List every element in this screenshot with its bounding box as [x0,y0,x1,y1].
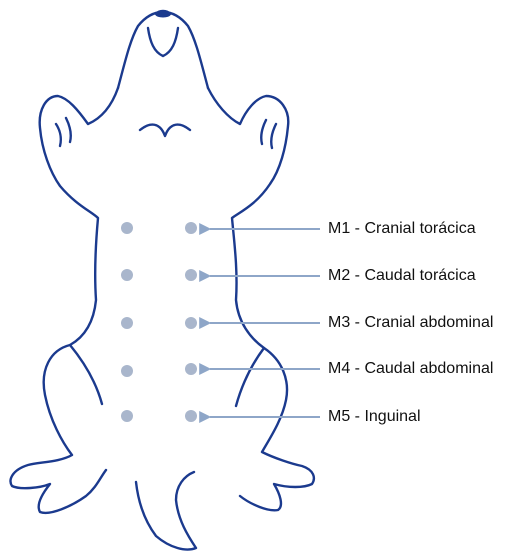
dog-tail [136,472,196,550]
dog-right-side-outline [208,88,314,510]
label-m4: M4 - Caudal abdominal [328,359,493,379]
gland-m4-left [121,365,133,377]
gland-m5-left [121,410,133,422]
label-m3: M3 - Cranial abdominal [328,313,493,333]
dog-head-outline [118,12,208,88]
gland-m2-right [185,269,197,281]
dog-mouth-line [148,28,178,56]
gland-m1-left [121,222,133,234]
dog-right-hind-fold [236,348,264,406]
label-m1: M1 - Cranial torácica [328,219,476,239]
dog-left-side-outline [11,88,118,513]
label-m2: M2 - Caudal torácica [328,266,476,286]
gland-m1-right [185,222,197,234]
gland-m4-right [185,363,197,375]
label-arrows [210,229,320,417]
mammary-glands [121,222,197,422]
dog-nose [156,11,170,16]
dog-chest-fold [140,125,190,136]
gland-m3-left [121,317,133,329]
dog-body-outline [11,11,314,550]
gland-m2-left [121,269,133,281]
gland-m5-right [185,410,197,422]
dog-right-paw-toes [261,120,276,148]
dog-left-hind-fold [70,345,102,404]
dog-left-paw-toes [56,118,71,146]
gland-m3-right [185,317,197,329]
label-m5: M5 - Inguinal [328,407,421,427]
